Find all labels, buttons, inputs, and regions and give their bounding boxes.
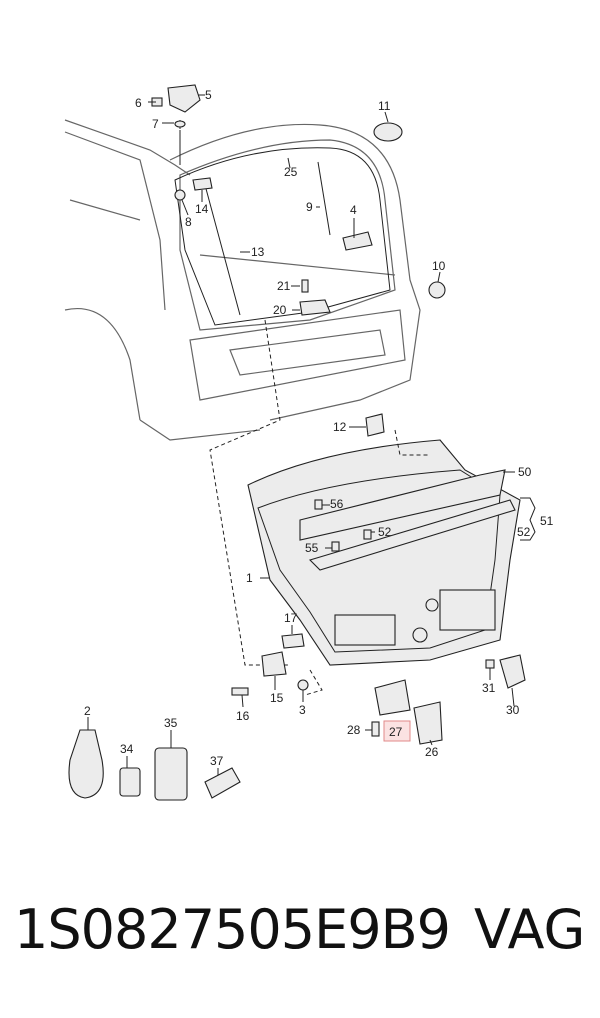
trim-strip (308, 499, 516, 571)
clip-56 (314, 499, 323, 510)
callout-20: 20 (273, 303, 287, 317)
spoiler (299, 469, 506, 541)
callout-35: 35 (164, 716, 178, 730)
callout-8: 8 (185, 215, 192, 229)
clip-55 (331, 541, 340, 552)
washer-7 (174, 120, 186, 128)
callout-52-left: 52 (378, 525, 392, 539)
buffer-12 (365, 413, 385, 437)
callout-1: 1 (246, 571, 253, 585)
callout-55: 55 (305, 541, 319, 555)
lock-4 (342, 231, 373, 251)
clip-52 (363, 529, 372, 540)
bottle-34 (119, 767, 141, 797)
callout-25: 25 (284, 165, 298, 179)
brand-name: VAG (474, 898, 586, 961)
cartridge-37 (204, 767, 241, 799)
footer: 1S0827505E9B9 VAG (0, 898, 600, 978)
callout-4: 4 (350, 203, 357, 217)
hinge-15 (261, 651, 287, 677)
callout-12: 12 (333, 420, 347, 434)
callout-56: 56 (330, 497, 344, 511)
cap-10 (428, 281, 446, 299)
callout-6: 6 (135, 96, 142, 110)
callout-7: 7 (152, 117, 159, 131)
car-body-outline (64, 119, 421, 441)
handle-30 (499, 654, 526, 689)
callout-14: 14 (195, 202, 209, 216)
callout-3: 3 (299, 703, 306, 717)
rear-window-seal (174, 147, 391, 326)
bolt-21 (301, 279, 309, 293)
bolt-16 (231, 687, 249, 696)
striker-20 (299, 299, 331, 316)
highlight-box (383, 720, 411, 742)
callout-5: 5 (205, 88, 212, 102)
hinge-bracket (167, 84, 201, 113)
callout-15: 15 (270, 691, 284, 705)
callout-37: 37 (210, 754, 224, 768)
tailgate (247, 439, 521, 666)
callout-16: 16 (236, 709, 250, 723)
callout-27: 27 (389, 725, 403, 739)
callout-50: 50 (518, 465, 532, 479)
grommet-11 (373, 122, 403, 142)
callout-labels: 1 2 3 4 5 6 7 8 9 10 11 12 13 14 15 16 1… (84, 88, 554, 768)
callout-2: 2 (84, 704, 91, 718)
callout-10: 10 (432, 259, 446, 273)
clip-14 (192, 177, 213, 191)
gas-strut-9 (317, 161, 331, 236)
callout-17: 17 (284, 611, 298, 625)
callout-51: 51 (540, 514, 554, 528)
callout-9: 9 (306, 200, 313, 214)
bolt-31 (485, 659, 495, 669)
callout-34: 34 (120, 742, 134, 756)
bolt-28 (371, 721, 380, 737)
callout-13: 13 (251, 245, 265, 259)
cover-26 (413, 701, 443, 745)
callout-11: 11 (378, 99, 391, 113)
nut-3 (297, 679, 309, 691)
callout-21: 21 (277, 279, 291, 293)
callout-31: 31 (482, 681, 496, 695)
parts-diagram: 1 2 3 4 5 6 7 8 9 10 11 12 13 14 15 16 1… (64, 84, 554, 801)
lock-bracket-27 (374, 679, 411, 716)
clip-8 (174, 189, 186, 201)
callout-26: 26 (425, 745, 439, 759)
callout-28: 28 (347, 723, 361, 737)
callout-52-right: 52 (517, 525, 531, 539)
switch-17 (281, 633, 305, 649)
bag-2 (68, 729, 104, 799)
can-35 (154, 747, 188, 801)
gas-strut-13 (204, 184, 241, 316)
part-number: 1S0827505E9B9 (14, 898, 451, 961)
callout-30: 30 (506, 703, 520, 717)
